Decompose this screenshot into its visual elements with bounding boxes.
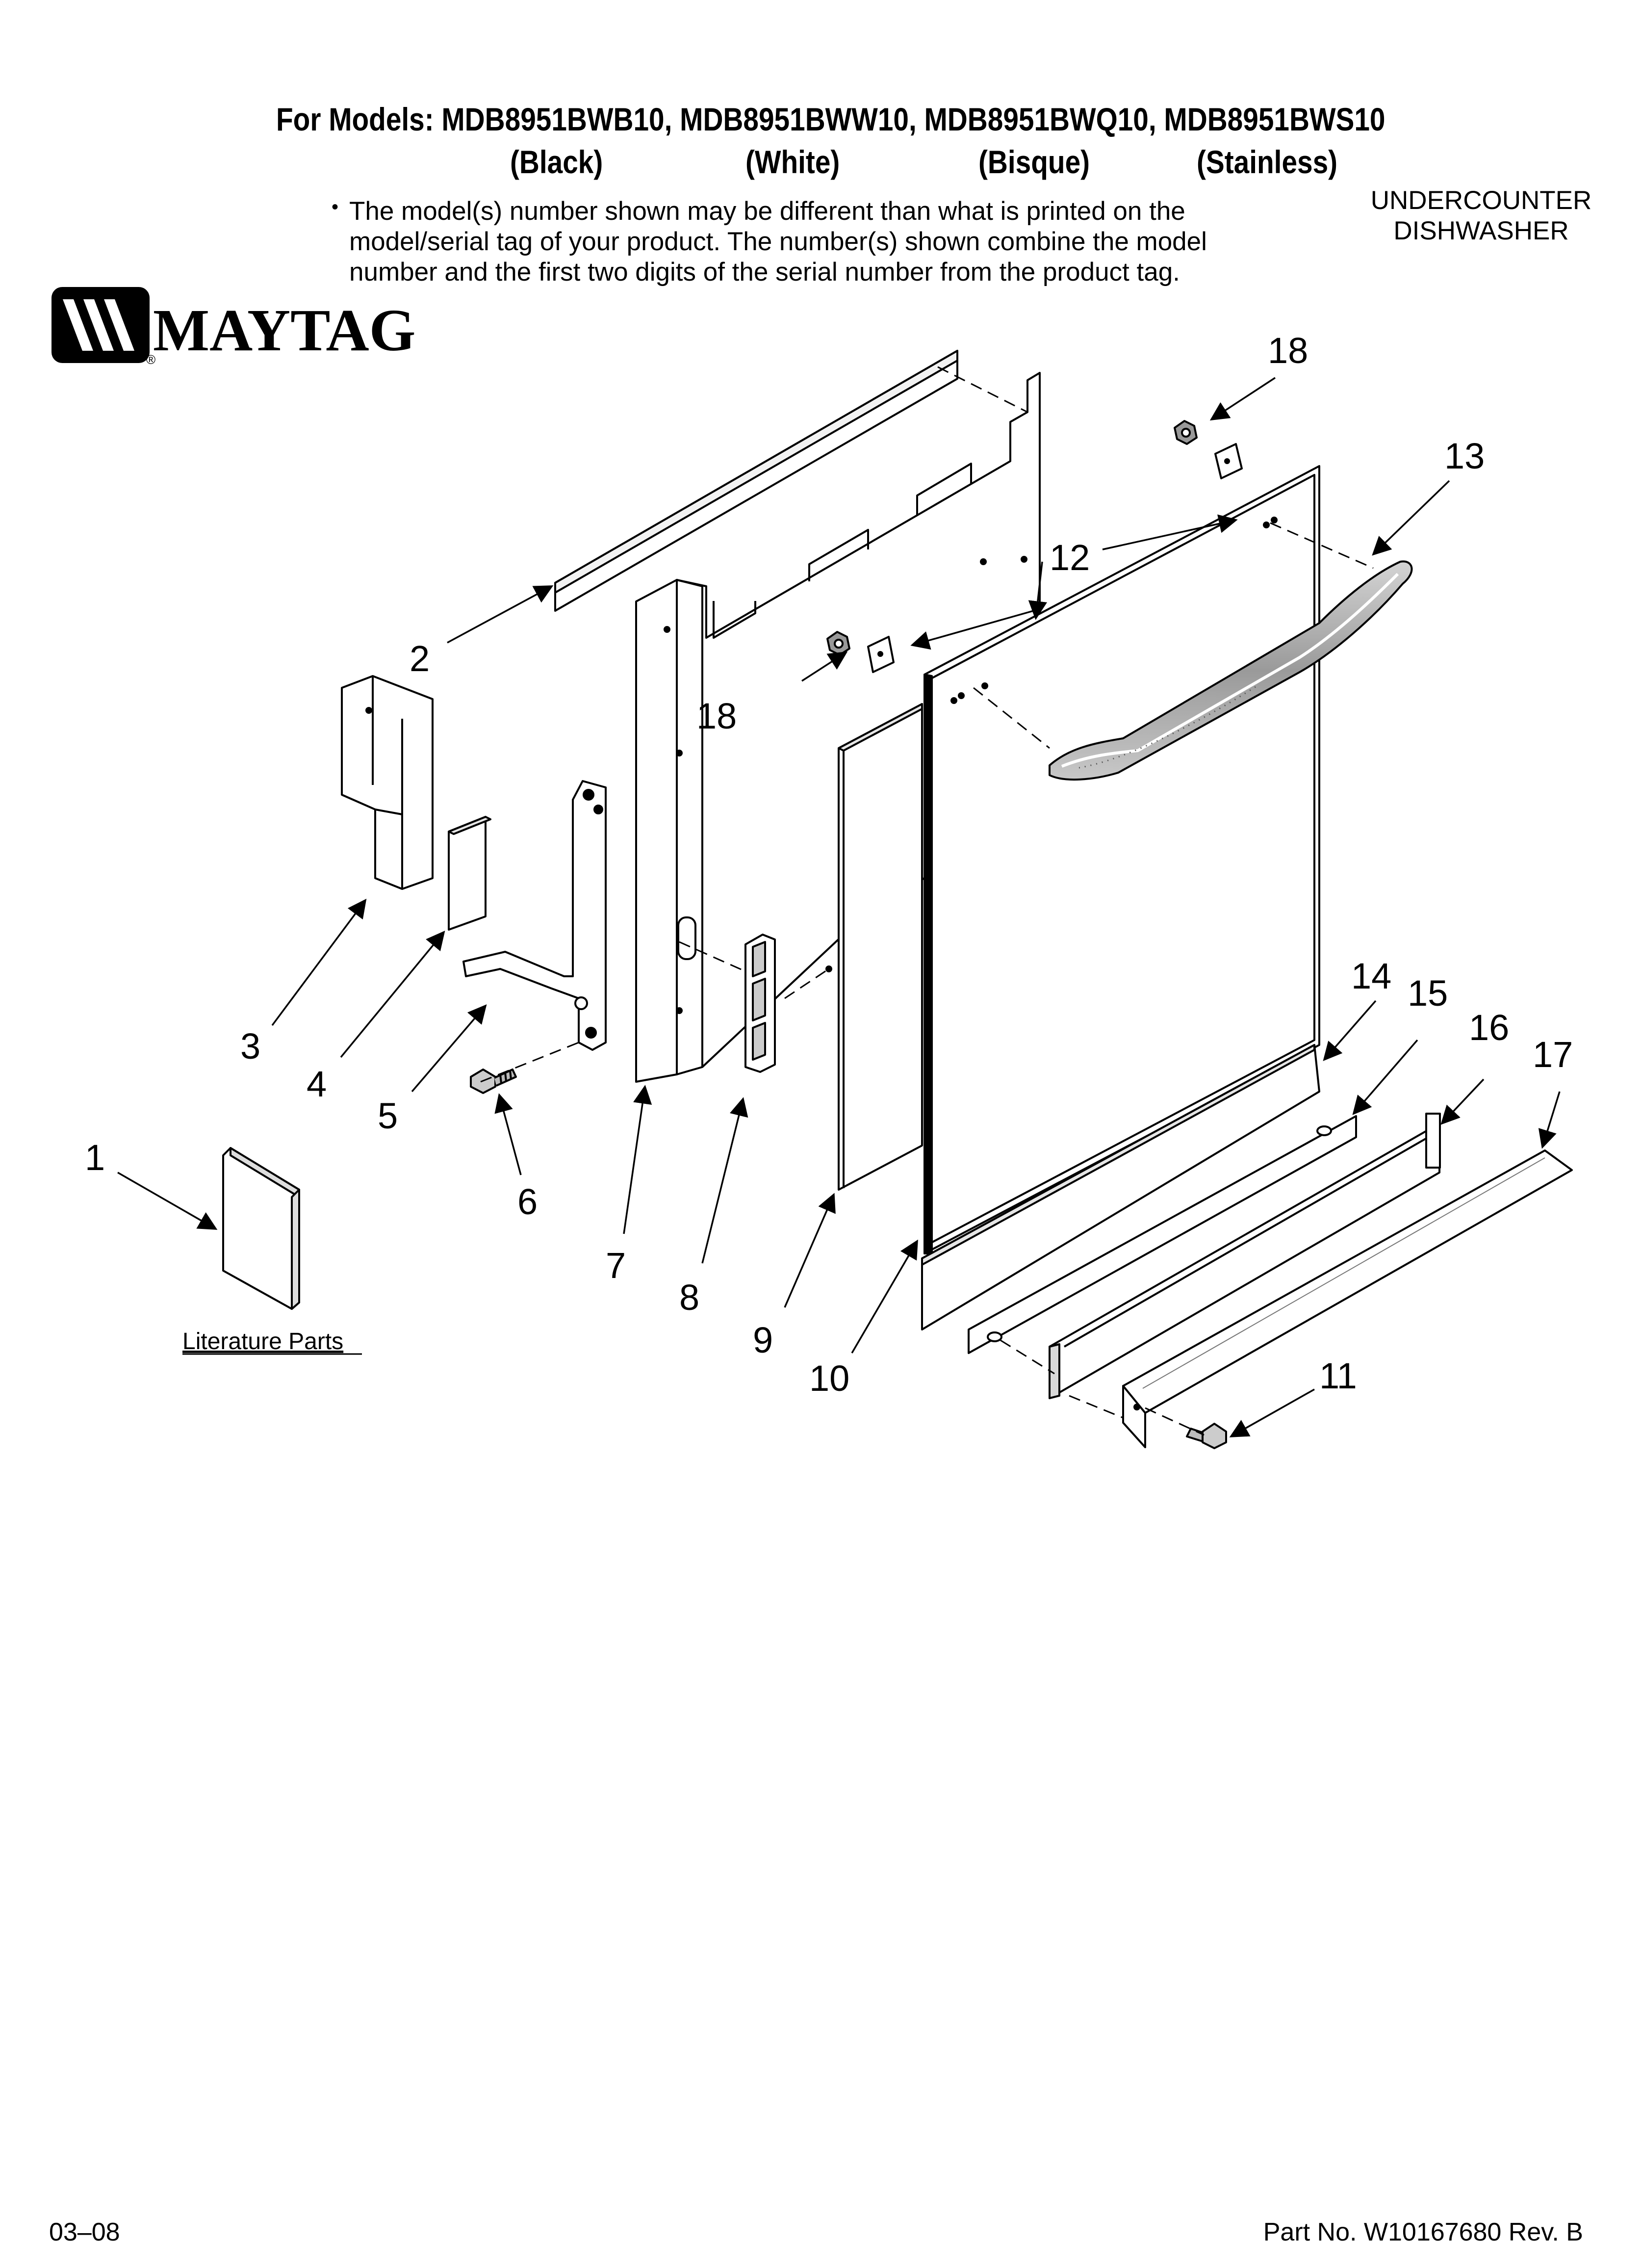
color-label-bisque: (Bisque) (978, 144, 1090, 180)
product-type-line: UNDERCOUNTER (1370, 186, 1592, 215)
callout-1: 1 (85, 1137, 105, 1178)
color-label-black: (Black) (510, 144, 603, 180)
part-1-literature (222, 1147, 300, 1310)
callout-12: 12 (1050, 537, 1090, 578)
maytag-logo: MAYTAG ® (51, 287, 415, 367)
footer-part-number: Part No. W10167680 Rev. B (1263, 2218, 1583, 2246)
part-18-nut-lower (826, 631, 850, 656)
callout-17: 17 (1533, 1034, 1573, 1075)
footer-date: 03–08 (49, 2218, 120, 2246)
callout-14: 14 (1351, 956, 1391, 996)
callout-11: 11 (1319, 1356, 1357, 1396)
registered-mark: ® (146, 352, 155, 367)
callout-13: 13 (1444, 436, 1485, 476)
product-type-line: DISHWASHER (1393, 216, 1569, 245)
part-9-panel (838, 703, 923, 1191)
part-11-screw (1186, 1423, 1227, 1449)
models-heading: For Models: MDB8951BWB10, MDB8951BWW10, … (276, 101, 1385, 137)
callout-5: 5 (378, 1095, 398, 1136)
part-17-toe-plate (1122, 1149, 1573, 1448)
part-12-plate-lower (867, 636, 895, 673)
part-8-clip (744, 934, 776, 1073)
part-12-plate-upper (1214, 443, 1243, 479)
callout-6: 6 (517, 1181, 538, 1222)
callout-18-upper: 18 (1268, 330, 1308, 371)
color-label-stainless: (Stainless) (1197, 144, 1338, 180)
part-14-toe-panel (921, 1044, 1320, 1330)
serial-note: The model(s) number shown may be differe… (349, 196, 1330, 287)
callout-18-lower: 18 (696, 696, 737, 736)
callout-8: 8 (679, 1277, 699, 1318)
part-6-screw (470, 1069, 517, 1094)
callout-3: 3 (240, 1026, 260, 1067)
assembly-lines (480, 366, 1374, 1436)
callout-4: 4 (307, 1064, 327, 1104)
maytag-logo-text: MAYTAG (153, 297, 415, 364)
note-line: model/serial tag of your product. The nu… (349, 227, 1207, 256)
callout-10: 10 (809, 1358, 849, 1399)
note-bullet: • (332, 196, 339, 218)
product-type: UNDERCOUNTER DISHWASHER (1354, 185, 1609, 246)
callout-2: 2 (410, 638, 430, 679)
part-2-top-trim (554, 350, 958, 612)
part-13-handle (1049, 560, 1413, 781)
note-line: The model(s) number shown may be differe… (349, 197, 1185, 226)
part-18-nut-upper (1174, 420, 1198, 445)
color-label-white: (White) (745, 144, 840, 180)
part-10-front-panel (924, 465, 1320, 1254)
part-4-spacer (448, 816, 491, 931)
callout-7: 7 (606, 1245, 626, 1286)
note-line: number and the first two digits of the s… (349, 258, 1180, 287)
part-3-insulation (341, 675, 434, 890)
callout-16: 16 (1469, 1007, 1509, 1048)
callout-9: 9 (753, 1320, 773, 1360)
callout-numbers: 1 2 3 4 5 6 7 8 9 10 11 12 13 14 15 16 1… (85, 330, 1573, 1399)
callout-leaders (117, 377, 1561, 1437)
part-5-hinge (462, 780, 607, 1051)
part-15-trim-bar (968, 1115, 1357, 1354)
part-16-kick-rail (1049, 1113, 1441, 1399)
callout-15: 15 (1408, 973, 1448, 1014)
literature-parts-label: Literature Parts (182, 1329, 343, 1355)
